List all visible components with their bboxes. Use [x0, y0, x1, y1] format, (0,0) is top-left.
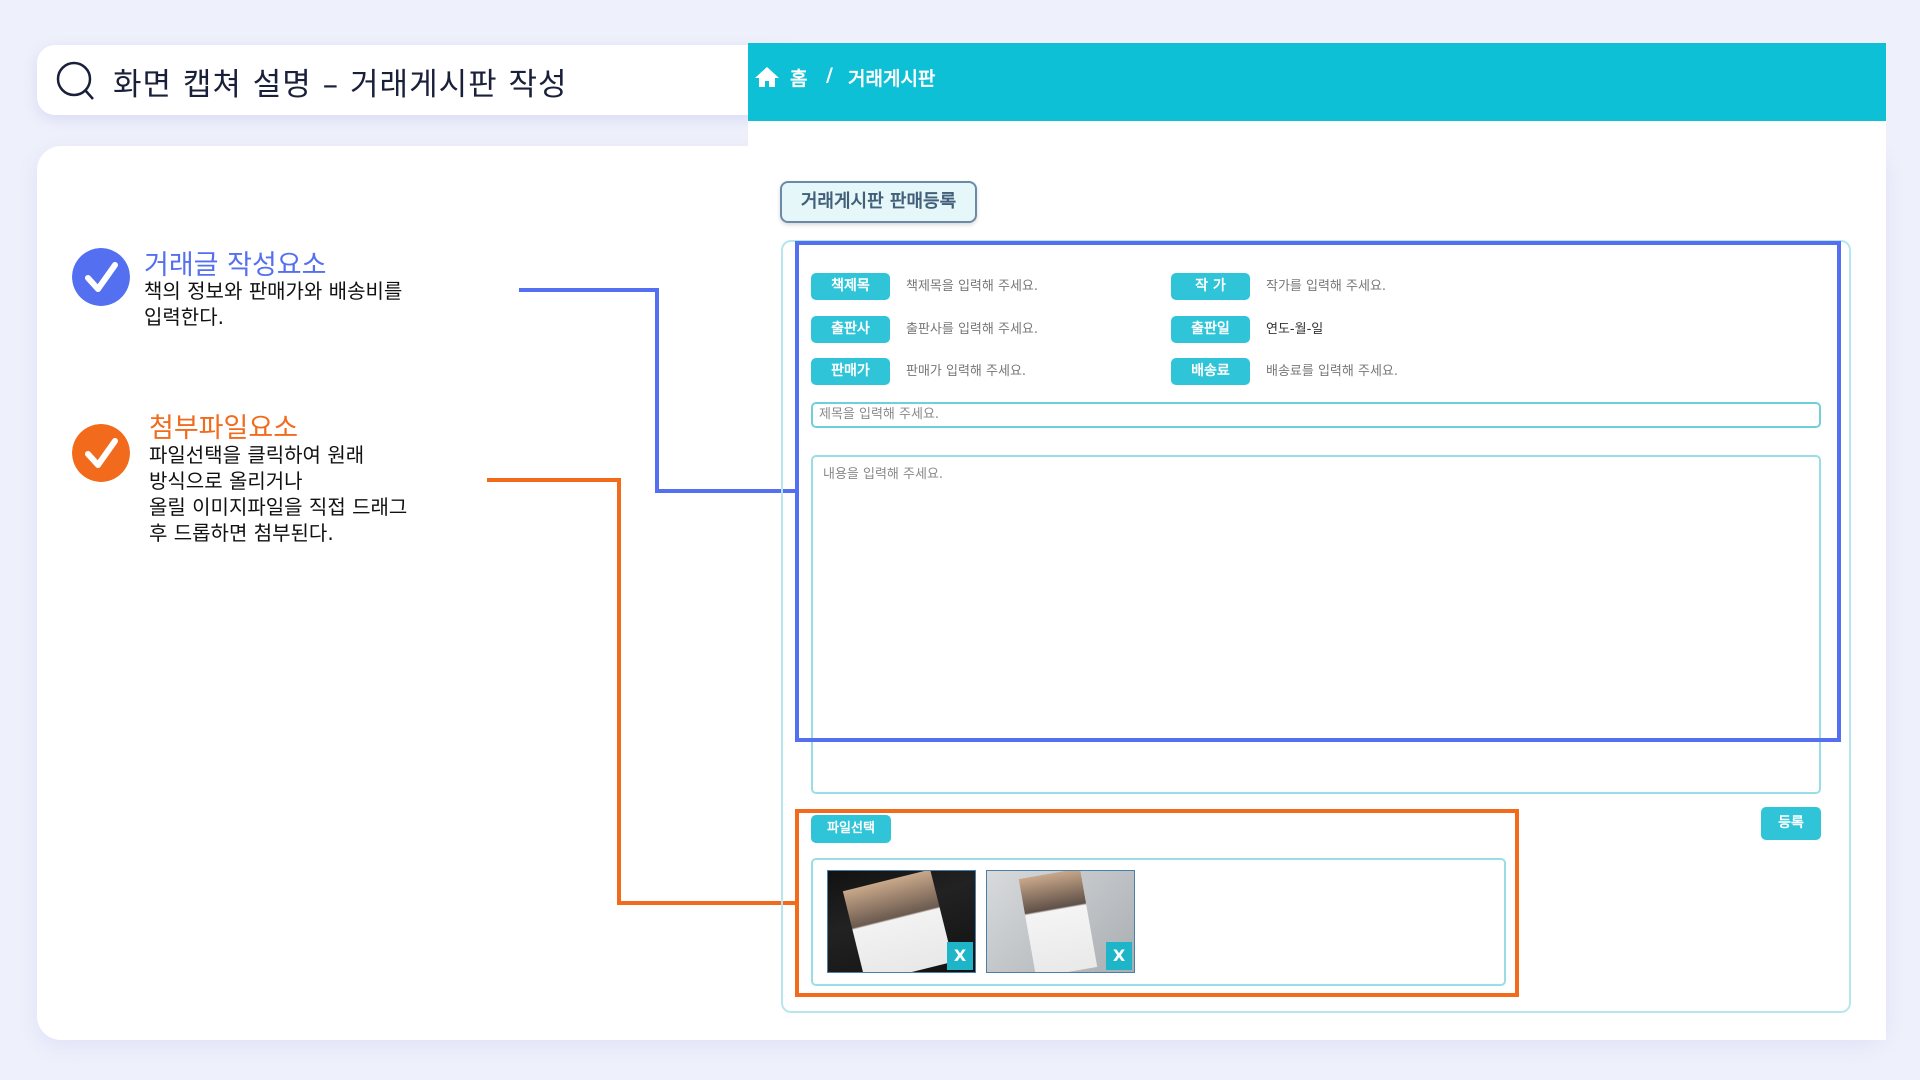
publish-date-input[interactable]: 연도-월-일 — [1266, 322, 1324, 337]
form-heading: 거래게시판 판매등록 — [780, 181, 977, 223]
label-price: 판매가 — [811, 358, 890, 385]
book-title-input[interactable]: 책제목을 입력해 주세요. — [906, 279, 1038, 294]
annotation-body-attachment: 파일선택을 클릭하여 원래 방식으로 올리거나 올릴 이미지파일을 직접 드래그… — [149, 442, 407, 546]
label-publish-date: 출판일 — [1171, 316, 1250, 343]
breadcrumb-current[interactable]: 거래게시판 — [848, 68, 936, 90]
annotation-line: 입력한다. — [144, 305, 224, 329]
file-select-button[interactable]: 파일선택 — [811, 815, 891, 843]
label-book-title: 책제목 — [811, 273, 890, 300]
post-content-textarea[interactable]: 내용을 입력해 주세요. — [811, 455, 1821, 794]
annotation-line: 책의 정보와 판매가와 배송비를 — [144, 279, 403, 303]
blue-check-icon — [72, 248, 130, 306]
submit-button[interactable]: 등록 — [1761, 807, 1821, 840]
orange-connector — [617, 901, 797, 905]
page-caption-title: 화면 캡쳐 설명 – 거래게시판 작성 — [113, 67, 568, 103]
annotation-line: 방식으로 올리거나 — [149, 469, 303, 493]
author-input[interactable]: 작가를 입력해 주세요. — [1266, 279, 1387, 294]
breadcrumb-separator: / — [826, 64, 833, 86]
remove-attachment-button[interactable]: X — [947, 942, 973, 970]
attachment-thumbnail: X — [827, 870, 976, 973]
file-drop-zone[interactable] — [811, 858, 1506, 986]
annotation-body-writing: 책의 정보와 판매가와 배송비를 입력한다. — [144, 278, 402, 330]
blue-connector — [655, 288, 659, 493]
publisher-input[interactable]: 출판사를 입력해 주세요. — [906, 322, 1038, 337]
breadcrumb-home[interactable]: 홈 — [790, 68, 808, 90]
remove-attachment-button[interactable]: X — [1106, 942, 1132, 970]
search-icon — [56, 61, 94, 100]
orange-check-icon — [72, 424, 130, 482]
price-input[interactable]: 판매가 입력해 주세요. — [906, 364, 1027, 379]
annotation-title-attachment: 첨부파일요소 — [149, 413, 299, 444]
post-title-input[interactable]: 제목을 입력해 주세요. — [811, 402, 1821, 428]
orange-connector — [487, 478, 621, 482]
label-shipping: 배송료 — [1171, 358, 1250, 385]
label-publisher: 출판사 — [811, 316, 890, 343]
annotation-line: 파일선택을 클릭하여 원래 — [149, 443, 365, 467]
writing-elements-highlight — [795, 241, 1841, 742]
shipping-input[interactable]: 배송료를 입력해 주세요. — [1266, 364, 1398, 379]
annotation-line: 올릴 이미지파일을 직접 드래그 — [149, 495, 408, 519]
attachment-elements-highlight — [795, 809, 1519, 997]
orange-connector — [617, 478, 621, 905]
blue-connector — [519, 288, 659, 292]
search-bar: 화면 캡쳐 설명 – 거래게시판 작성 — [37, 45, 797, 115]
home-icon[interactable] — [754, 66, 780, 88]
label-author: 작 가 — [1171, 273, 1250, 300]
annotation-title-writing: 거래글 작성요소 — [144, 250, 327, 281]
attachment-thumbnail: X — [986, 870, 1135, 973]
app-header — [748, 43, 1886, 121]
annotation-line: 후 드롭하면 첨부된다. — [149, 521, 334, 545]
blue-connector — [655, 489, 797, 493]
